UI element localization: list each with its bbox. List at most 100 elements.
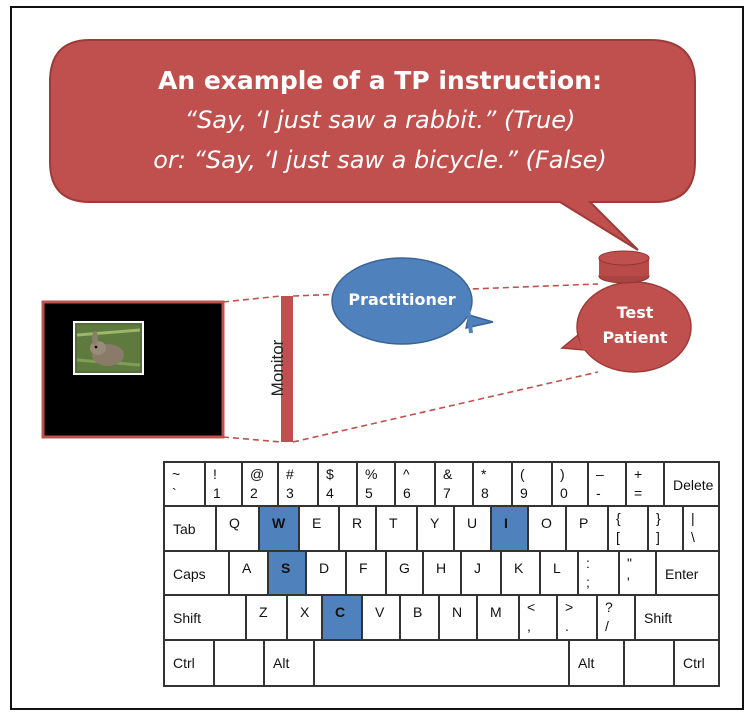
key-label: I	[504, 515, 508, 531]
key-blank[interactable]	[314, 640, 569, 686]
key-symbol[interactable]: "'	[619, 551, 656, 595]
key-y[interactable]: Y	[417, 506, 454, 551]
key-label: C	[335, 604, 346, 620]
key-q[interactable]: Q	[216, 506, 259, 551]
key-shift-symbol: >	[565, 599, 574, 615]
key-label: X	[300, 604, 310, 620]
key-9[interactable]: (9	[512, 462, 552, 506]
key-shift[interactable]: Shift	[164, 595, 246, 640]
key-base-symbol: [	[616, 529, 620, 545]
key-label: H	[436, 560, 447, 576]
key-1[interactable]: !1	[205, 462, 242, 506]
key-symbol[interactable]: }]	[648, 506, 683, 551]
key-base-symbol: ,	[527, 618, 531, 634]
key-symbol[interactable]: <,	[519, 595, 557, 640]
key-alt[interactable]: Alt	[264, 640, 314, 686]
key-k[interactable]: K	[501, 551, 540, 595]
key-m[interactable]: M	[477, 595, 519, 640]
key-g[interactable]: G	[386, 551, 423, 595]
key-7[interactable]: &7	[435, 462, 473, 506]
key-base-symbol: 5	[365, 485, 373, 501]
key-enter[interactable]: Enter	[656, 551, 719, 595]
key-shift-symbol: #	[286, 466, 294, 482]
key-2[interactable]: @2	[242, 462, 278, 506]
key-symbol[interactable]: |\	[683, 506, 719, 551]
key-tab[interactable]: Tab	[164, 506, 216, 551]
key-0[interactable]: )0	[552, 462, 588, 506]
practitioner-label: Practitioner	[348, 290, 456, 309]
key-ctrl[interactable]: Ctrl	[164, 640, 214, 686]
key-p[interactable]: P	[566, 506, 608, 551]
key-d[interactable]: D	[306, 551, 346, 595]
key-alt[interactable]: Alt	[569, 640, 624, 686]
key-shift-symbol: &	[443, 466, 453, 482]
key-shift-symbol: }	[656, 510, 661, 526]
key-shift-symbol: –	[596, 466, 604, 482]
key-blank[interactable]	[214, 640, 264, 686]
key-5[interactable]: %5	[357, 462, 395, 506]
key-h[interactable]: H	[423, 551, 461, 595]
key-3[interactable]: #3	[278, 462, 318, 506]
key-w[interactable]: W	[259, 506, 299, 551]
key-shift-symbol: !	[213, 466, 217, 482]
key-label: F	[359, 560, 368, 576]
key-label: Ctrl	[683, 655, 705, 671]
key-symbol[interactable]: ?/	[597, 595, 635, 640]
key-base-symbol: \	[691, 529, 695, 545]
key-shift-symbol: |	[691, 510, 695, 526]
key-label: U	[467, 515, 478, 531]
key-f[interactable]: F	[346, 551, 386, 595]
key-label: Alt	[578, 655, 595, 671]
test-patient-label-line2: Patient	[602, 328, 668, 347]
key-r[interactable]: R	[339, 506, 376, 551]
key-b[interactable]: B	[400, 595, 439, 640]
test-patient	[560, 281, 692, 373]
key-symbol[interactable]: +=	[626, 462, 664, 506]
key-4[interactable]: $4	[318, 462, 357, 506]
key-z[interactable]: Z	[246, 595, 287, 640]
key-label: Y	[430, 515, 440, 531]
monitor-side	[281, 296, 293, 442]
key-symbol[interactable]: {[	[608, 506, 648, 551]
key-shift-symbol: {	[616, 510, 621, 526]
key-8[interactable]: *8	[473, 462, 512, 506]
key-t[interactable]: T	[376, 506, 417, 551]
key-x[interactable]: X	[287, 595, 322, 640]
key-delete[interactable]: Delete	[664, 462, 719, 506]
key-symbol[interactable]: >.	[557, 595, 597, 640]
key-symbol[interactable]: ~`	[164, 462, 205, 506]
key-label: Enter	[665, 566, 699, 582]
key-base-symbol: `	[172, 485, 177, 501]
key-u[interactable]: U	[454, 506, 491, 551]
bubble-line-true: “Say, ‘I just saw a rabbit.” (True)	[184, 106, 576, 134]
key-shift-symbol: (	[520, 466, 525, 482]
key-ctrl[interactable]: Ctrl	[674, 640, 719, 686]
key-shift-symbol: *	[481, 466, 487, 482]
key-base-symbol: 8	[481, 485, 489, 501]
key-j[interactable]: J	[461, 551, 501, 595]
key-l[interactable]: L	[540, 551, 578, 595]
key-a[interactable]: A	[229, 551, 268, 595]
key-shift[interactable]: Shift	[635, 595, 719, 640]
key-i[interactable]: I	[491, 506, 528, 551]
key-shift-symbol: :	[586, 555, 590, 571]
key-shift-symbol: )	[560, 466, 565, 482]
key-c[interactable]: C	[322, 595, 362, 640]
key-base-symbol: '	[627, 574, 630, 590]
key-e[interactable]: E	[299, 506, 339, 551]
key-label: Shift	[644, 610, 673, 626]
key-symbol[interactable]: :;	[578, 551, 619, 595]
key-base-symbol: 0	[560, 485, 568, 501]
key-blank[interactable]	[624, 640, 674, 686]
key-o[interactable]: O	[528, 506, 566, 551]
key-caps[interactable]: Caps	[164, 551, 229, 595]
key-shift-symbol: <	[527, 599, 536, 615]
key-6[interactable]: ^6	[395, 462, 435, 506]
key-label: E	[312, 515, 322, 531]
key-s[interactable]: S	[268, 551, 306, 595]
key-v[interactable]: V	[362, 595, 400, 640]
key-n[interactable]: N	[439, 595, 477, 640]
key-symbol[interactable]: –-	[588, 462, 626, 506]
key-label: L	[553, 560, 561, 576]
